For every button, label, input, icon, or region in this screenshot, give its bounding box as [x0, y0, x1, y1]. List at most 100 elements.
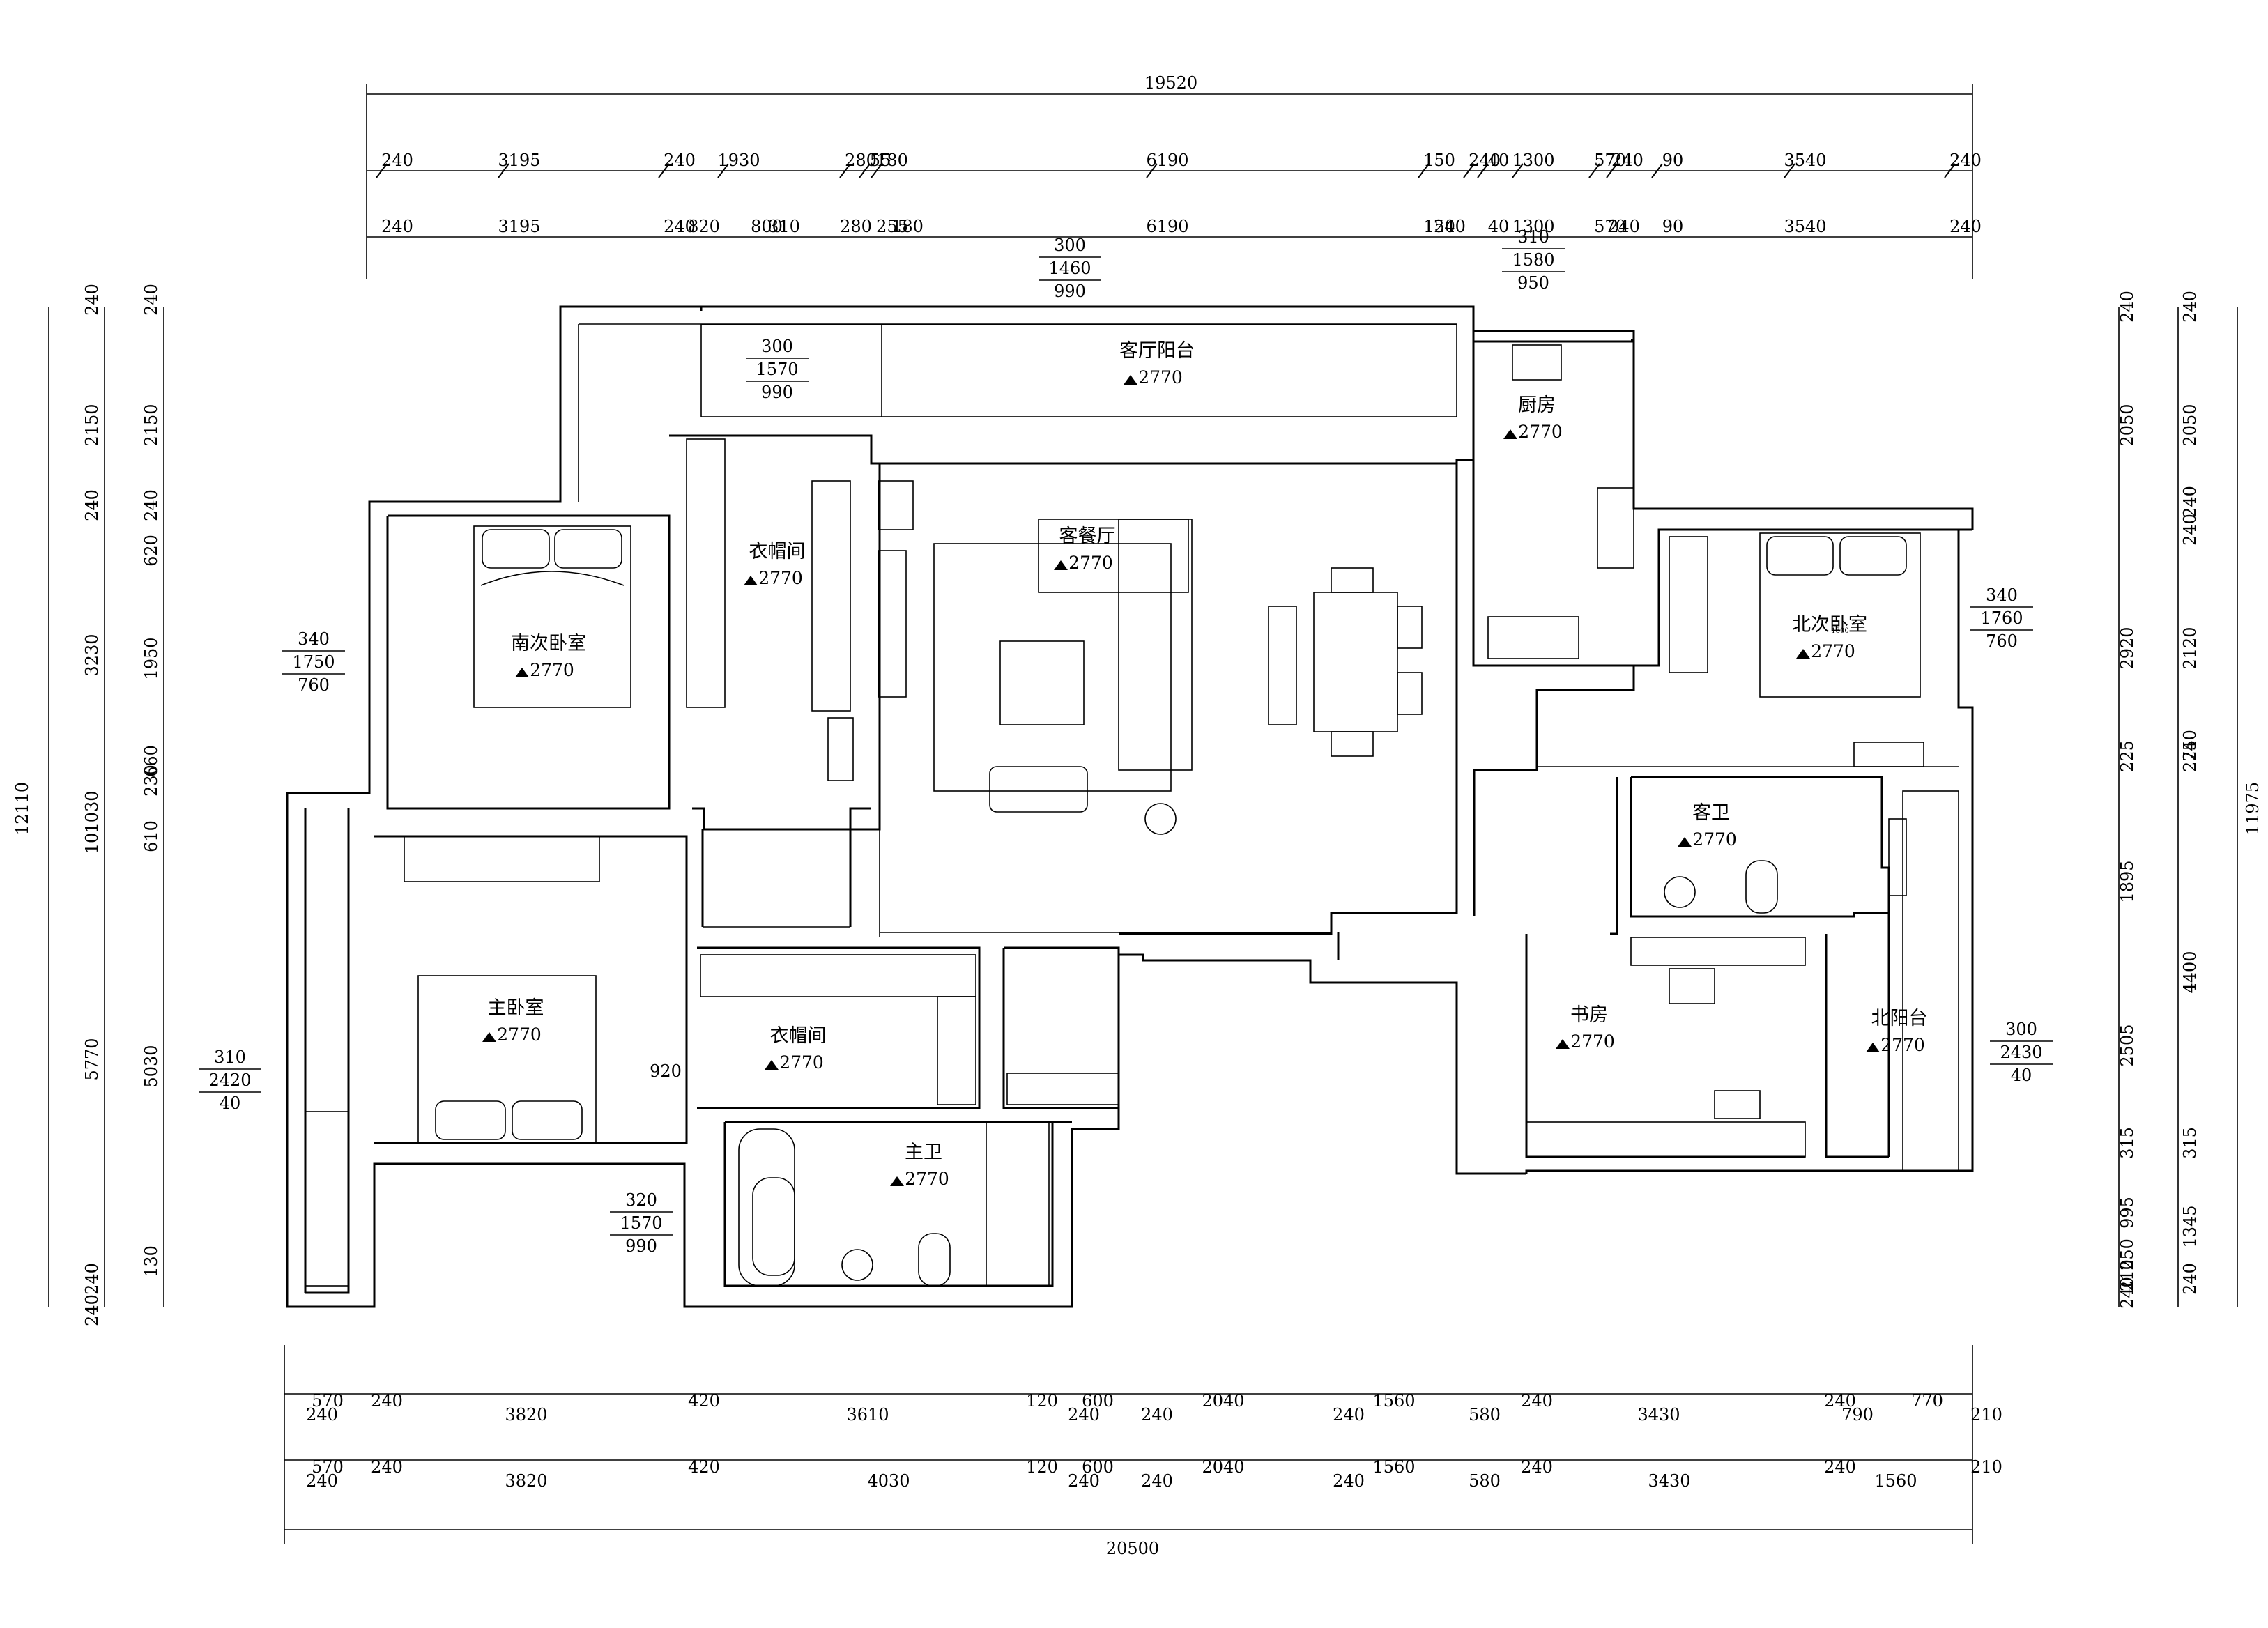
dim-bottom-row2-17: 1560	[1874, 1471, 1917, 1491]
dim-left-outer-1: 2150	[82, 404, 102, 446]
room-name-wardrobe_master: 衣帽间	[770, 1025, 827, 1047]
dim-top-row1-9: 240	[1469, 151, 1501, 170]
dim-right-outer-8: 250	[2117, 1238, 2137, 1270]
dim-top-row2-14: 570	[1594, 217, 1626, 236]
dim-bottom-row1-5: 3610	[846, 1405, 889, 1424]
dim-top-row2-7: 255	[876, 217, 908, 236]
window-spec-w_kitchen-1: 1580	[1512, 250, 1554, 270]
dim-left-inner-0: 240	[141, 284, 161, 316]
dim-right-inner-8: 315	[2180, 1127, 2200, 1159]
dim-bottom-row2-2: 240	[371, 1457, 403, 1477]
dim-bottom-row1-8: 600	[1082, 1391, 1114, 1411]
dim-left-inner-8: 5030	[141, 1045, 161, 1087]
dim-top-row1-6: 180	[876, 151, 908, 170]
room-name-living_balcony: 客厅阳台	[1119, 340, 1195, 362]
dim-right-inner-10: 240	[2180, 1263, 2200, 1295]
dim-bottom-row1-0: 570	[312, 1391, 344, 1411]
dim-bottom-row1-1: 240	[306, 1405, 338, 1424]
window-spec-w_master_bed-2: 40	[220, 1093, 241, 1113]
window-spec-w_south_bed-1: 1750	[292, 652, 335, 672]
dim-right-inner-3: 240	[2180, 514, 2200, 546]
room-height-kitchen: 2770	[1518, 422, 1563, 442]
dim-top-row2-18: 240	[1949, 217, 1982, 236]
dim-left-outer-2: 240	[82, 489, 102, 521]
dim-left-inner-7: 610	[141, 820, 161, 852]
dim-bottom-row2-5: 4030	[867, 1471, 910, 1491]
dim-bottom-row2-11: 240	[1333, 1471, 1365, 1491]
window-labels: 3001460990300157099031015809503401750760…	[199, 227, 2053, 1256]
dim-left-inner-9: 130	[141, 1245, 161, 1277]
dim-bottom-row2-16: 240	[1824, 1457, 1856, 1477]
window-spec-w_south_bed-2: 760	[298, 675, 330, 695]
window-spec-w_north_bal-0: 300	[2005, 1020, 2037, 1039]
window-spec-w_north_bal-1: 2430	[2000, 1043, 2042, 1062]
bed-size-label: 1800	[1831, 627, 1848, 635]
dim-right-inner-4: 2120	[2180, 627, 2200, 669]
dim-right-outer-2: 2920	[2117, 627, 2137, 669]
dim-top-row2-3: 820	[688, 217, 720, 236]
room-name-wardrobe_north: 衣帽间	[749, 541, 806, 562]
room-name-master_bedroom: 主卧室	[488, 997, 544, 1019]
window-spec-w_master_bed-0: 310	[214, 1047, 246, 1067]
dim-bottom-row1-7: 240	[1068, 1405, 1100, 1424]
dim-top-row1-3: 1930	[717, 151, 760, 170]
room-height-guest_bath: 2770	[1692, 829, 1737, 850]
furniture: 1800	[305, 344, 1959, 1287]
window-spec-w_master_bath-1: 1570	[620, 1213, 662, 1233]
interior-walls	[304, 305, 1959, 1294]
dim-top-row2-16: 90	[1662, 217, 1684, 236]
window-spec-w_top_left-2: 990	[1054, 282, 1086, 301]
window-spec-w_top_left-0: 300	[1054, 236, 1086, 255]
dim-top-row1-11: 1300	[1512, 151, 1554, 170]
window-spec-w_north_bed-1: 1760	[1980, 608, 2023, 628]
window-spec-w_master_bath-2: 990	[625, 1236, 657, 1256]
dim-top-row2-10: 150	[1423, 217, 1455, 236]
dim-left-outer-3: 3230	[82, 633, 102, 676]
dim-right-inner-0: 240	[2180, 291, 2200, 323]
dim-top-row1-0: 240	[381, 151, 413, 170]
room-height-north_bedroom: 2770	[1811, 641, 1855, 661]
dim-top-total: 19520	[1144, 73, 1197, 93]
dim-top-row2-0: 240	[381, 217, 413, 236]
dim-top-row1-8: 150	[1423, 151, 1455, 170]
window-spec-w_balcony-1: 1570	[756, 360, 798, 379]
dim-left-outer-9: 12110	[13, 782, 32, 835]
dim-left-inner-6: 660	[141, 745, 161, 777]
height-marker-living_dining	[1054, 560, 1068, 570]
window-spec-w_north_bed-2: 760	[1986, 631, 2018, 651]
room-name-north_balcony: 北阳台	[1871, 1008, 1928, 1029]
dim-left-outer-7: 240	[82, 1263, 102, 1295]
dim-bottom-row1-14: 240	[1521, 1391, 1553, 1411]
dim-bottom-row2-1: 240	[306, 1471, 338, 1491]
dim-bottom-row1-13: 580	[1469, 1405, 1501, 1424]
dim-bottom-row2-4: 420	[688, 1457, 720, 1477]
window-spec-w_south_bed-0: 340	[298, 629, 330, 649]
window-spec-w_master_bath-0: 320	[625, 1190, 657, 1210]
dim-bottom-row1-9: 240	[1141, 1405, 1173, 1424]
dim-top-row2-2: 240	[664, 217, 696, 236]
dim-top-row2-5: 310	[768, 217, 800, 236]
dim-left-inner-3: 620	[141, 535, 161, 567]
room-name-south_bedroom: 南次卧室	[511, 633, 586, 654]
dim-bottom-row1-16: 240	[1824, 1391, 1856, 1411]
dim-bottom-row1-2: 240	[371, 1391, 403, 1411]
room-height-master_bath: 2770	[905, 1169, 949, 1189]
dim-top-row2-4: 800	[751, 217, 783, 236]
dim-bottom-row1-6: 120	[1026, 1391, 1058, 1411]
dim-bottom-row2-7: 240	[1068, 1471, 1100, 1491]
dim-bottom-row1-4: 420	[688, 1391, 720, 1411]
room-height-study: 2770	[1570, 1031, 1615, 1052]
dim-right-inner-2: 240	[2180, 486, 2200, 518]
dim-bottom-row2-13: 580	[1469, 1471, 1501, 1491]
room-name-north_bedroom: 北次卧室	[1792, 614, 1867, 636]
height-marker-north_bedroom	[1796, 649, 1810, 659]
dim-left-inner-2: 240	[141, 489, 161, 521]
dim-bottom-row1-19: 210	[1970, 1405, 2002, 1424]
dim-bottom-row1-17: 790	[1841, 1405, 1874, 1424]
window-spec-w_kitchen-2: 950	[1517, 273, 1549, 293]
dim-bottom-row2-18: 210	[1970, 1457, 2002, 1477]
room-name-living_dining: 客餐厅	[1059, 525, 1116, 547]
room-name-master_bath: 主卫	[905, 1142, 942, 1163]
